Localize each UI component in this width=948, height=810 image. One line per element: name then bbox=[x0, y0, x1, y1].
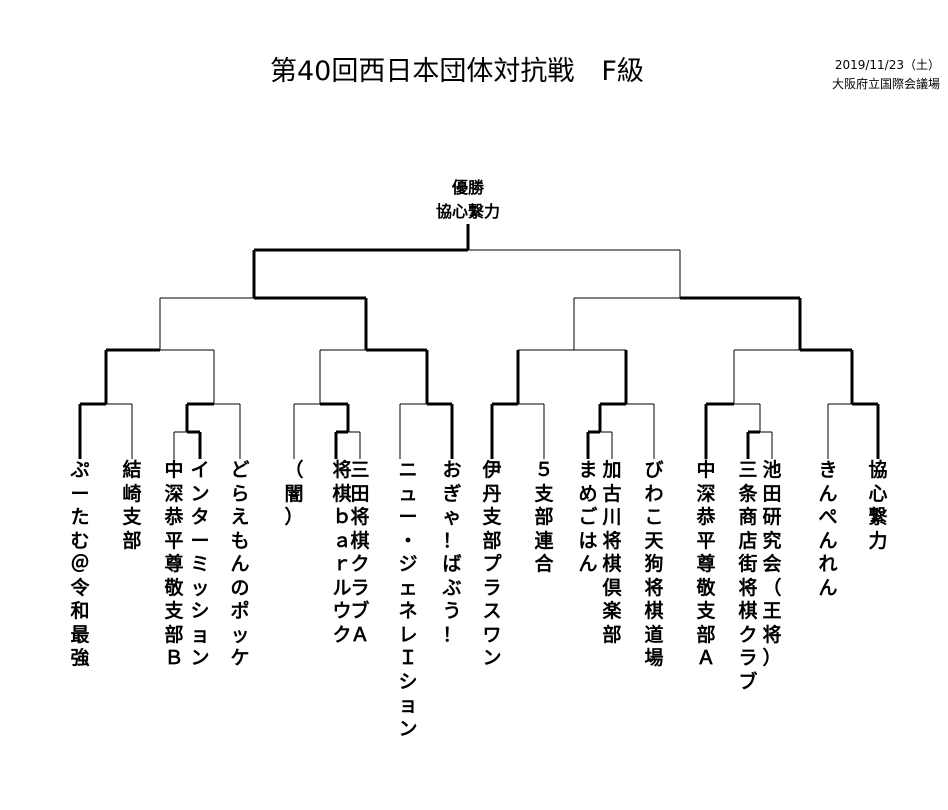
team-name: 三田将棋クラブＡ bbox=[350, 459, 370, 646]
team-name: まめごはん bbox=[578, 459, 598, 575]
team-name: どらえもんのポッケ bbox=[230, 459, 250, 669]
team-name: 加古川将棋倶楽部 bbox=[602, 459, 622, 646]
team-name: 池田研究会（王将） bbox=[762, 459, 782, 669]
team-name: 中深恭平尊敬支部Ｂ bbox=[164, 459, 184, 669]
team-name: ５支部連合 bbox=[534, 459, 554, 575]
team-name: びわこ天狗将棋道場 bbox=[644, 459, 664, 669]
champion-name: 協心繋力 bbox=[435, 202, 500, 221]
event-date: 2019/11/23（土） bbox=[834, 58, 940, 72]
team-name: 中深恭平尊敬支部Ａ bbox=[696, 459, 716, 669]
team-name: 三条商店街将棋クラブ bbox=[738, 459, 758, 693]
team-name: （闇） bbox=[284, 459, 304, 528]
team-name: 将棋ｂａｒルウク bbox=[332, 459, 352, 646]
team-name: ぷーたむ＠令和最強 bbox=[70, 459, 90, 669]
team-name: きんぺんれん bbox=[818, 459, 838, 599]
team-name: おぎゃ！ばぶう！ bbox=[442, 459, 462, 646]
champion-label: 優勝 bbox=[451, 178, 484, 197]
team-name: 伊丹支部プラスワン bbox=[482, 459, 502, 669]
event-venue: 大阪府立国際会議場 bbox=[831, 77, 940, 91]
team-name: 協心繋力 bbox=[868, 459, 888, 552]
tournament-title: 第40回西日本団体対抗戦 F級 bbox=[270, 56, 644, 87]
team-name: インターミッション bbox=[190, 459, 210, 669]
team-name: 結崎支部 bbox=[122, 459, 142, 552]
team-name: ニュー・ジェネレＩション bbox=[398, 459, 418, 740]
